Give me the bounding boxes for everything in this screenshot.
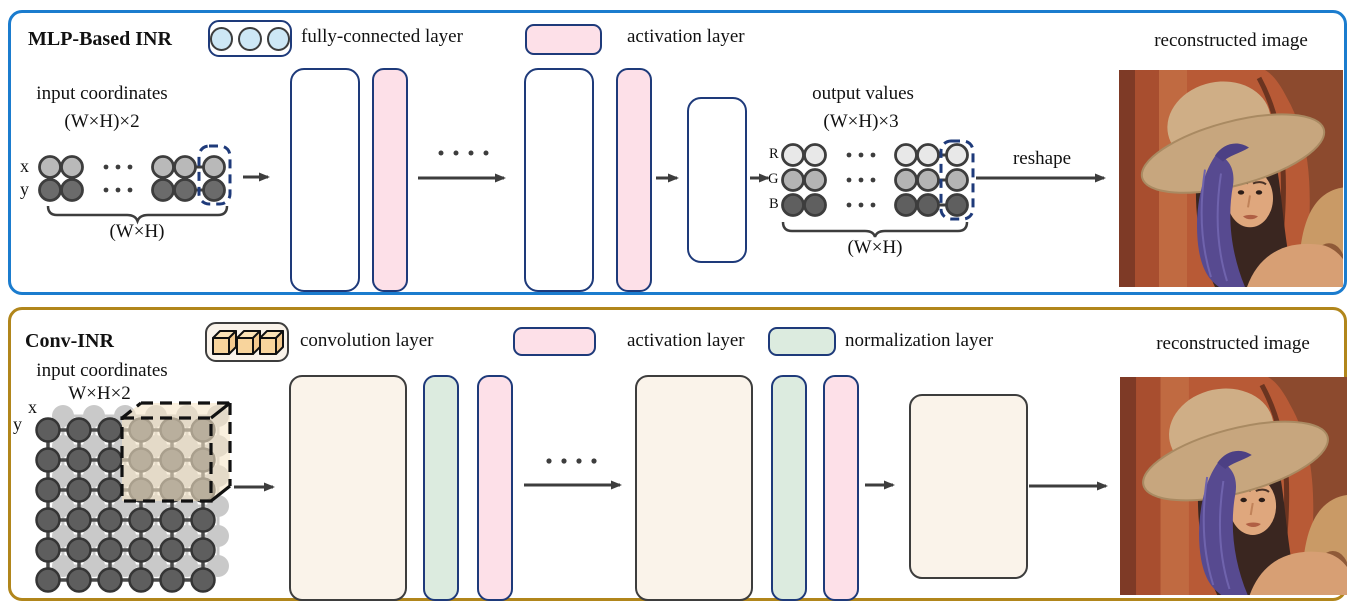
activation-layer-2 xyxy=(616,68,652,292)
output-row-g-label: G xyxy=(768,171,779,187)
conv-layer-1 xyxy=(289,375,407,601)
output-row-r-label: R xyxy=(769,146,779,162)
normalization-legend-swatch xyxy=(768,327,836,356)
input-row-x-label: x xyxy=(20,156,29,176)
fc-layer-2 xyxy=(524,68,594,292)
normalization-layer-1 xyxy=(423,375,459,601)
conv-title: Conv-INR xyxy=(25,330,114,352)
conv-input-heading: input coordinates xyxy=(36,360,168,381)
mlp-title: MLP-Based INR xyxy=(28,28,172,50)
conv-layer-output xyxy=(909,394,1028,579)
fc-neuron-icon xyxy=(266,26,290,51)
fc-layer-output xyxy=(687,97,747,263)
activation-legend-label: activation layer xyxy=(627,26,745,47)
output-heading: output values xyxy=(812,83,914,104)
activation-layer-1 xyxy=(372,68,408,292)
activation-legend-label-conv: activation layer xyxy=(627,330,745,351)
fc-layer-1 xyxy=(290,68,360,292)
output-dim: (W×H)×3 xyxy=(823,111,899,132)
activation-legend-swatch-conv xyxy=(513,327,596,356)
activation-legend-swatch xyxy=(525,24,602,55)
output-brace-label: (W×H) xyxy=(847,237,903,258)
input-row-y-label: y xyxy=(20,179,29,199)
input-heading: input coordinates xyxy=(36,83,168,104)
fc-layer-legend-label: fully-connected layer xyxy=(301,26,463,47)
grid-axis-y-label: y xyxy=(13,414,22,434)
output-row-b-label: B xyxy=(769,196,779,212)
grid-axis-x-label: x xyxy=(28,397,37,417)
conv-layer-2 xyxy=(635,375,753,601)
activation-layer-conv-2 xyxy=(823,375,859,601)
input-dim: (W×H)×2 xyxy=(64,111,140,132)
normalization-layer-2 xyxy=(771,375,807,601)
fc-neuron-icon xyxy=(210,26,234,51)
conv-layer-legend-swatch xyxy=(205,322,289,362)
conv-input-dim: W×H×2 xyxy=(68,383,131,404)
recon-label-conv: reconstructed image xyxy=(1156,333,1310,354)
fc-layer-legend-swatch xyxy=(208,20,292,57)
conv-legend-cubes xyxy=(212,330,284,355)
activation-layer-conv-1 xyxy=(477,375,513,601)
conv-layer-legend-label: convolution layer xyxy=(300,330,434,351)
reconstructed-image-conv xyxy=(1120,377,1347,595)
input-brace-label: (W×H) xyxy=(109,221,165,242)
recon-label-mlp: reconstructed image xyxy=(1154,30,1308,51)
reshape-label: reshape xyxy=(1012,148,1072,169)
fc-neuron-icon xyxy=(238,26,262,51)
normalization-legend-label: normalization layer xyxy=(845,330,994,351)
reconstructed-image-mlp xyxy=(1119,70,1343,287)
